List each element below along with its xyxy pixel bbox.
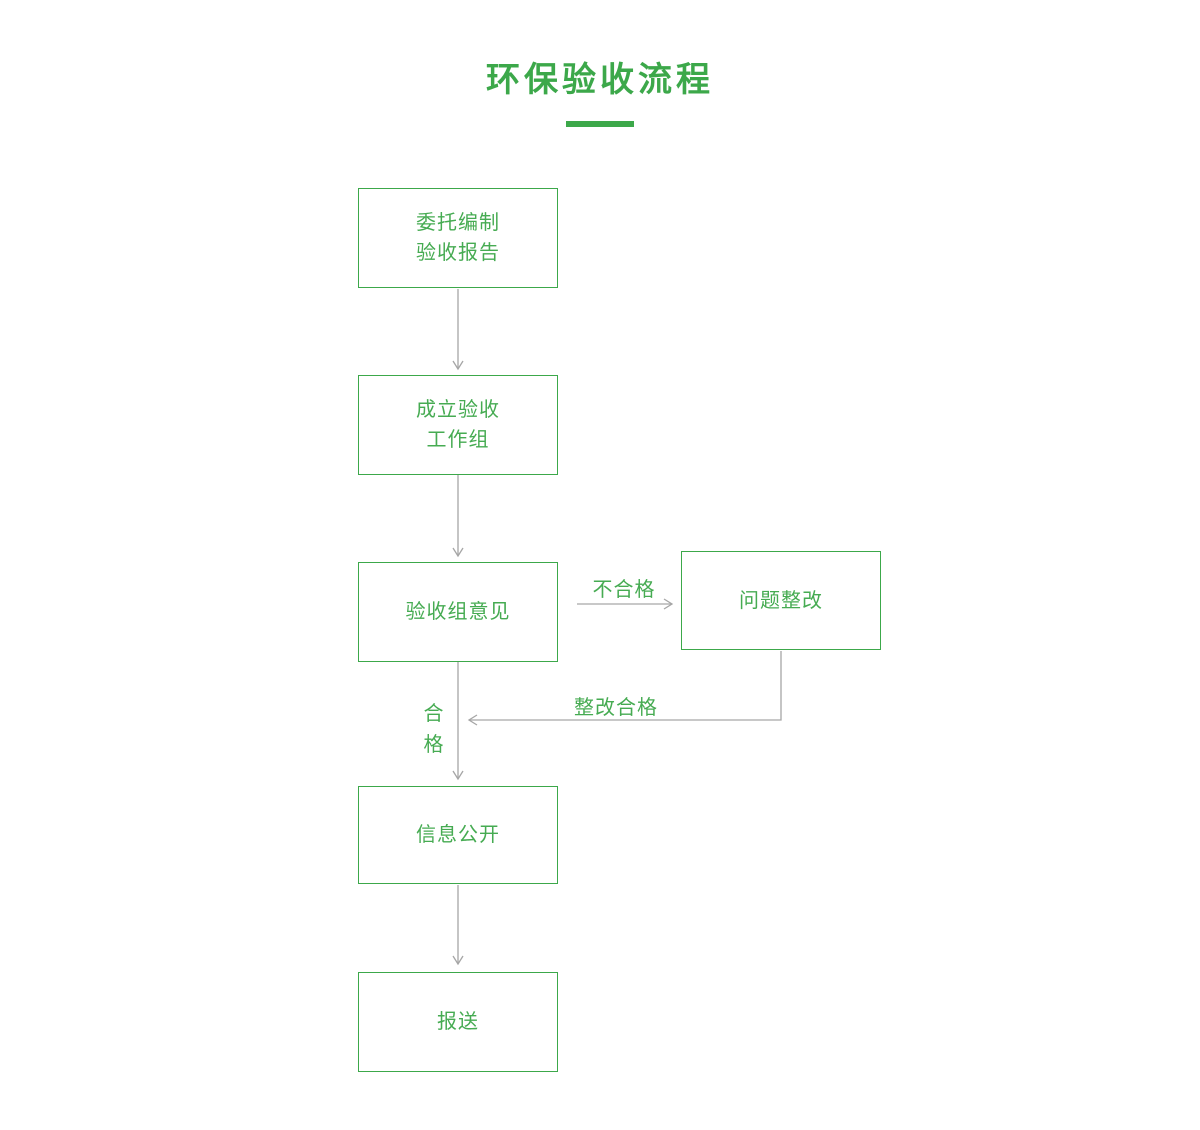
node-label: 成立验收 工作组 [416,399,500,451]
node-label: 委托编制 验收报告 [416,212,500,264]
node-submission: 报送 [358,972,558,1072]
edge-label-rectified-pass: 整改合格 [574,697,658,719]
node-rectification: 问题整改 [681,551,881,650]
node-acceptance-opinion: 验收组意见 [358,562,558,662]
page-title: 环保验收流程 [486,61,714,99]
node-label: 验收组意见 [405,601,511,623]
edge-label-fail: 不合格 [592,579,656,601]
edge-label-pass: 合 格 [423,703,445,756]
node-label: 信息公开 [416,824,500,846]
node-working-group: 成立验收 工作组 [358,375,558,475]
node-info-disclosure: 信息公开 [358,786,558,884]
node-label: 报送 [437,1011,479,1033]
node-entrust-report: 委托编制 验收报告 [358,188,558,288]
title-underline-bar [566,121,634,127]
node-label: 问题整改 [739,589,823,612]
